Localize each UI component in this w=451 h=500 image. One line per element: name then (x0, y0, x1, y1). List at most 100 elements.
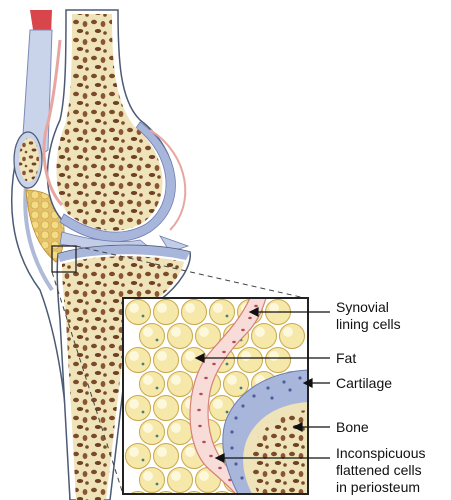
fat-cell (251, 323, 277, 349)
fat-cell-nucleus (141, 314, 145, 318)
callout-box (51, 245, 77, 273)
fat-cell-highlight (199, 327, 209, 337)
fat-cell-highlight (241, 351, 251, 361)
chondrocyte (234, 462, 238, 466)
synovial-cell (198, 424, 202, 428)
fat-cell-highlight (269, 351, 279, 361)
fat-cell (153, 299, 179, 325)
tibial-cartilage (58, 245, 190, 262)
fat-cell-nucleus (155, 434, 159, 438)
fat-cell-highlight (199, 471, 209, 481)
fat-cell (153, 443, 179, 469)
fat-cell (139, 323, 165, 349)
synovial-lining-band (189, 298, 267, 494)
fat-cell-highlight (129, 351, 139, 361)
fat-cell-highlight (241, 495, 251, 500)
fat-cell-nucleus (141, 410, 145, 414)
fat-cell-highlight (255, 327, 265, 337)
synovial-cell (248, 316, 252, 320)
fat-cell-nucleus (155, 386, 159, 390)
fat-cell (223, 371, 249, 397)
fat-cell (167, 467, 193, 493)
fat-cell (125, 443, 151, 469)
fat-cell-highlight (185, 351, 195, 361)
pointer-arrow (248, 307, 259, 317)
fat-cell (167, 323, 193, 349)
fat-cell (125, 395, 151, 421)
fat-cell-highlight (185, 495, 195, 500)
fat-cell-highlight (157, 351, 167, 361)
fat-cell-highlight (129, 399, 139, 409)
synovial-cell (254, 304, 258, 308)
pointer-arrow (302, 378, 313, 388)
patella (13, 131, 43, 189)
pointer-arrow (214, 453, 225, 463)
fat-cell-nucleus (141, 458, 145, 462)
label-cartilage: Cartilage (336, 375, 393, 391)
fat-cell-nucleus (225, 410, 229, 414)
fat-cell-highlight (143, 471, 153, 481)
fat-cell-highlight (227, 375, 237, 385)
fat-cell-nucleus (225, 362, 229, 366)
pointer-lines (194, 307, 330, 463)
fat-cell (139, 371, 165, 397)
fat-cell-nucleus (155, 482, 159, 486)
synovial-cell (209, 454, 213, 458)
fat-cell-highlight (213, 399, 223, 409)
fat-cell (279, 323, 305, 349)
synovial-cell (197, 408, 201, 412)
synovial-cell (222, 350, 226, 354)
chondrocyte (240, 476, 244, 480)
fat-cell (265, 347, 291, 373)
fat-cell-highlight (269, 495, 279, 500)
fat-cell-highlight (185, 303, 195, 313)
fat-cell-nucleus (225, 314, 229, 318)
fat-cell-highlight (143, 423, 153, 433)
label-synovial-line-2: lining cells (336, 316, 401, 332)
fat-cell-nucleus (155, 338, 159, 342)
chondrocyte (241, 404, 245, 408)
fat-cell-highlight (157, 303, 167, 313)
chondrocyte (230, 446, 234, 450)
fat-cell (139, 467, 165, 493)
synovial-cell (232, 340, 236, 344)
synovial-cell (218, 466, 222, 470)
chondrocyte (230, 430, 234, 434)
synovial-cell (202, 440, 206, 444)
synovial-cell (204, 376, 208, 380)
fat-cell-highlight (143, 327, 153, 337)
label-periosteum-line-3: in periosteum (336, 479, 421, 495)
fat-cell (153, 347, 179, 373)
magnified-inset (122, 297, 309, 500)
fat-cell (125, 347, 151, 373)
label-bone: Bone (336, 419, 369, 435)
synovial-membrane (42, 39, 64, 207)
joint-illustration (11, 9, 306, 500)
chondrocyte (270, 396, 274, 400)
fat-cell-nucleus (141, 362, 145, 366)
femoral-cartilage (59, 121, 176, 242)
chondrocyte (282, 380, 286, 384)
fat-cell (209, 299, 235, 325)
fat-cell-highlight (143, 375, 153, 385)
pointer-arrow (292, 422, 303, 432)
fat-cell (139, 419, 165, 445)
fat-cell-highlight (171, 423, 181, 433)
pointer-arrow (194, 353, 205, 363)
chondrocyte (298, 376, 302, 380)
chondrocyte (266, 386, 270, 390)
fat-cell-highlight (157, 447, 167, 457)
label-periosteum-line-1: Inconspicuous (336, 445, 426, 461)
synovial-cell (199, 392, 203, 396)
synovial-cell (212, 362, 216, 366)
fat-cell-highlight (171, 375, 181, 385)
fat-cell-highlight (129, 447, 139, 457)
fat-cell (167, 419, 193, 445)
fat-cell-highlight (185, 447, 195, 457)
fat-cell-highlight (129, 303, 139, 313)
fat-cell-highlight (157, 495, 167, 500)
fat-cell (125, 299, 151, 325)
fat-cell-nucleus (239, 386, 243, 390)
fat-cell (167, 371, 193, 397)
fat-cell-highlight (129, 495, 139, 500)
